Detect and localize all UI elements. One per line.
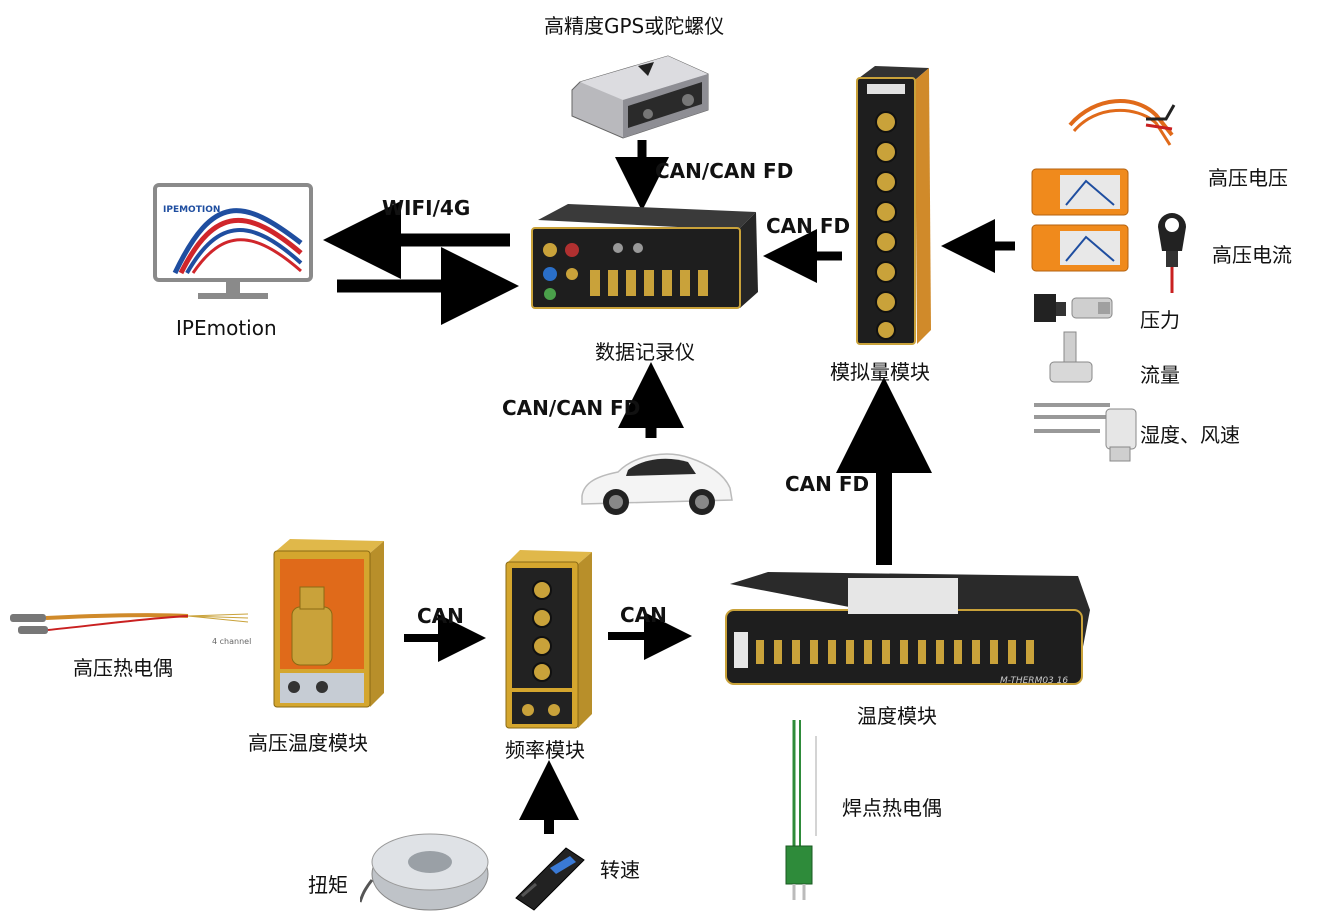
- flow-label: 流量: [1140, 363, 1180, 387]
- temp-module-image: [725, 572, 1090, 685]
- ipemotion-logo-text: IPEMOTION: [163, 205, 221, 215]
- hv-thermocouple-image: [10, 613, 249, 634]
- pressure-sensor-image: [1034, 294, 1113, 322]
- edge-label-gps-logger: CAN/CAN FD: [655, 159, 794, 183]
- humidity-label: 湿度、风速: [1140, 423, 1240, 447]
- current-clamp-image: [1158, 213, 1186, 293]
- vehicle-image: [581, 453, 733, 515]
- analog-module-image: [856, 66, 931, 345]
- speed-label: 转速: [600, 858, 640, 882]
- torque-label: 扭矩: [308, 873, 348, 897]
- freq-label: 频率模块: [505, 738, 585, 762]
- temp-module-model: M-THERM03 16: [1000, 676, 1069, 686]
- freq-module-image: [505, 550, 592, 729]
- ipemotion-label: IPEmotion: [176, 316, 277, 340]
- flow-sensor-image: [1049, 331, 1093, 383]
- pressure-label: 压力: [1140, 308, 1180, 332]
- logger-label: 数据记录仪: [595, 340, 695, 364]
- weld-thermocouple-label: 焊点热电偶: [842, 796, 942, 820]
- hv-voltage-label: 高压电压: [1208, 166, 1288, 190]
- weld-thermocouple-image: [785, 720, 817, 900]
- hv-voltage-probe-image: [1068, 99, 1176, 146]
- thermocouple-channel-text: 4 channel: [212, 637, 252, 646]
- temp-label: 温度模块: [857, 704, 937, 728]
- edge-label-hvtemp-freq: CAN: [417, 604, 464, 628]
- ipemotion-monitor: [153, 183, 313, 299]
- data-logger-image: [531, 204, 758, 309]
- edge-label-temp-analog: CAN FD: [785, 472, 870, 496]
- speed-sensor-image: [515, 847, 585, 911]
- gps-device-image: [571, 55, 709, 139]
- hv-thermocouple-label: 高压热电偶: [73, 656, 173, 680]
- analog-label: 模拟量模块: [830, 360, 930, 384]
- edge-label-analog-logger: CAN FD: [766, 214, 851, 238]
- hv-temp-label: 高压温度模块: [248, 731, 368, 755]
- edge-label-freq-temp: CAN: [620, 603, 667, 627]
- hv-current-label: 高压电流: [1212, 243, 1292, 267]
- humidity-sensor-image: [1034, 403, 1137, 462]
- edge-label-vehicle-logger: CAN/CAN FD: [502, 396, 641, 420]
- hv-voltage-module-image: [1031, 168, 1129, 272]
- gps-label: 高精度GPS或陀螺仪: [544, 14, 725, 38]
- torque-sensor-image: [360, 833, 489, 911]
- edge-label-wifi: WIFI/4G: [382, 196, 471, 220]
- hv-temp-module-image: [273, 539, 384, 708]
